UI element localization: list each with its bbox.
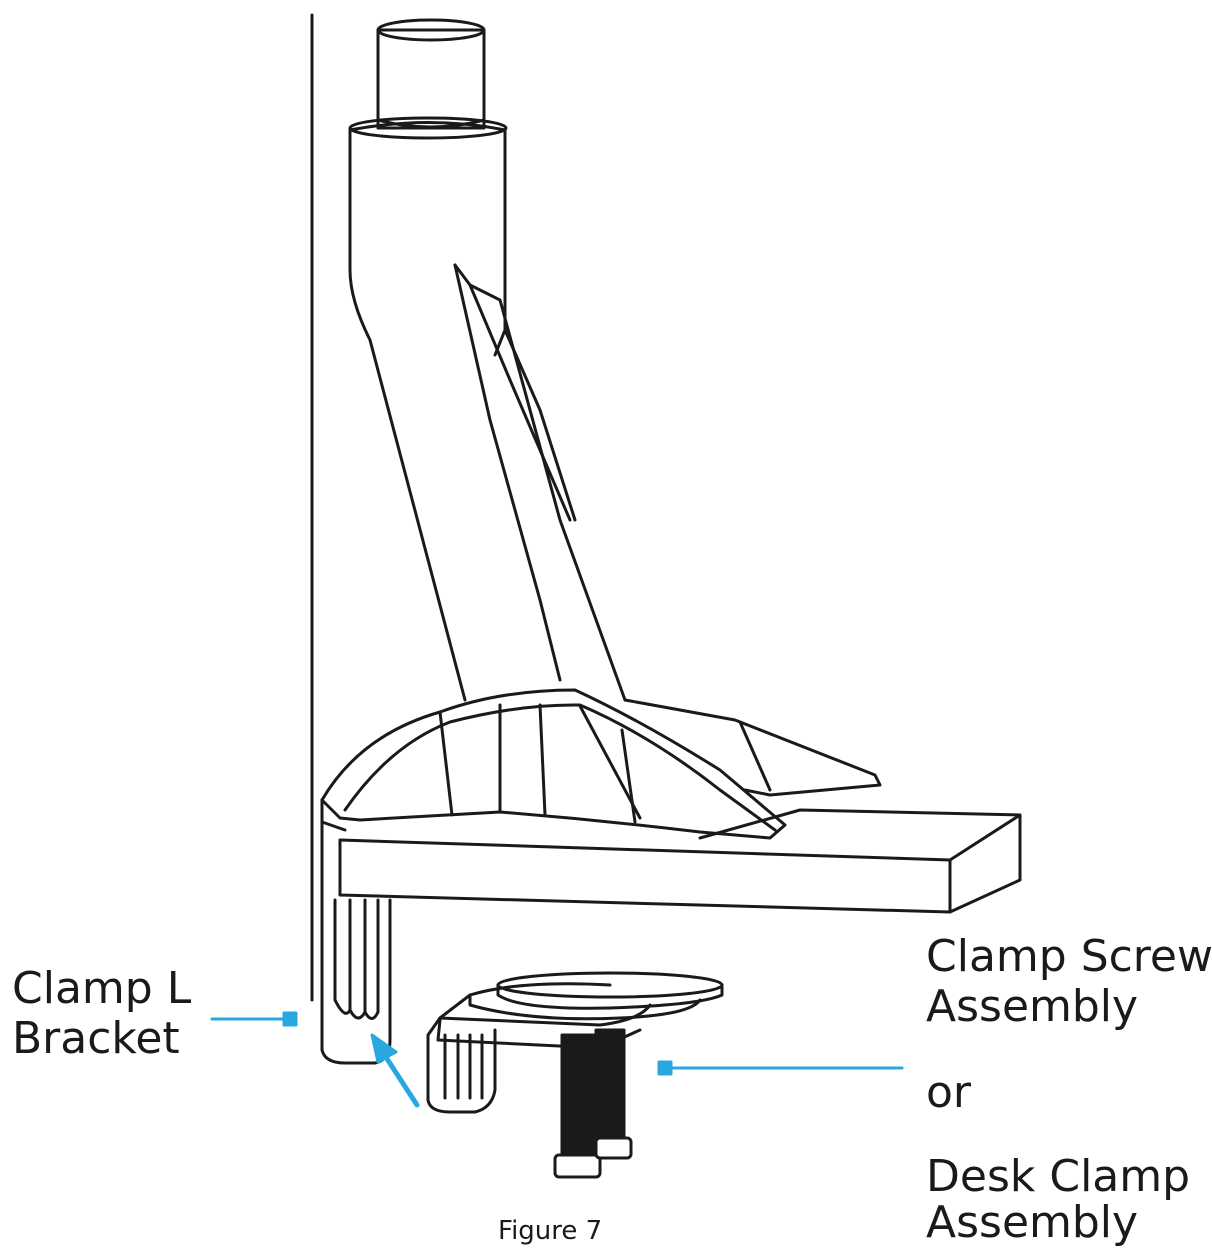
desk: [338, 808, 1022, 914]
clamp-l-callout-marker: [282, 1011, 298, 1027]
clamp-l-bracket-label-line1: Clamp L: [12, 963, 192, 1014]
figure-caption: Figure 7: [498, 1216, 603, 1246]
clamp-l-bracket-label-line2: Bracket: [12, 1013, 180, 1064]
base-foot: [320, 688, 882, 840]
pole: [376, 18, 486, 130]
clamp-screw-label-line1: Clamp Screw: [926, 931, 1212, 982]
callouts: [210, 1011, 904, 1108]
clamp-screw-assembly: [426, 971, 724, 1179]
column: [348, 116, 627, 702]
insert-arrow-head: [370, 1033, 398, 1064]
clamp-screw-label-line2: Assembly: [926, 981, 1139, 1032]
desk-clamp-label-line1: Desk Clamp: [926, 1151, 1191, 1202]
clamp-l-bracket: [320, 820, 392, 1065]
desk-clamp-label-line2: Assembly: [926, 1197, 1139, 1248]
screw-callout-marker: [657, 1060, 673, 1076]
or-label: or: [926, 1067, 972, 1118]
